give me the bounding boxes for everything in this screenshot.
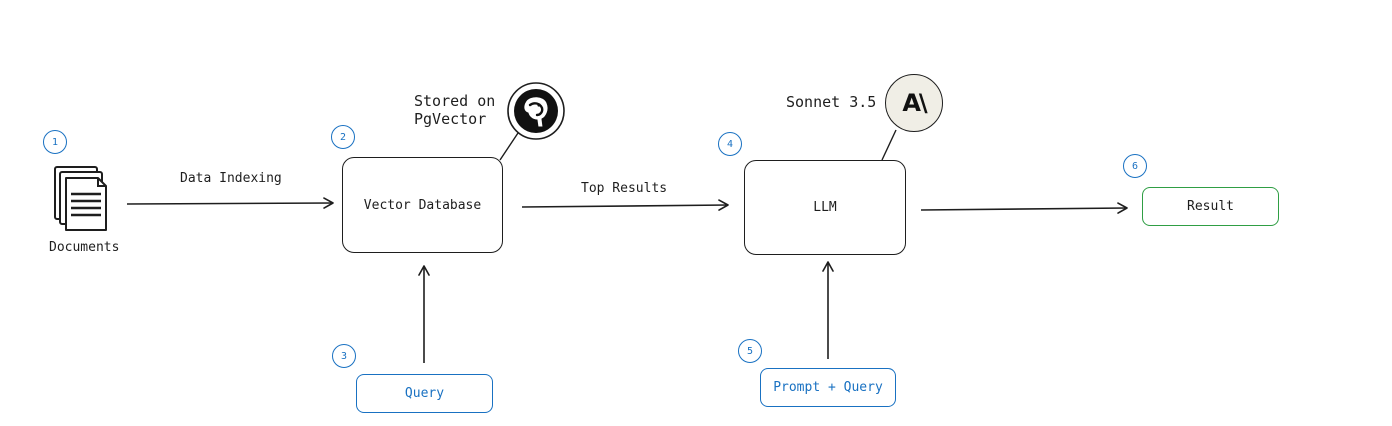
query-node[interactable]: Query (356, 374, 493, 413)
arrow-vector-db-to-llm (521, 199, 729, 211)
connector-pgvector-logo (499, 132, 519, 161)
step-badge-2: 2 (331, 125, 355, 149)
vector-database-node[interactable]: Vector Database (342, 157, 503, 253)
anthropic-logo-text: A\ (902, 89, 927, 117)
step-badge-3: 3 (332, 344, 356, 368)
llm-node[interactable]: LLM (744, 160, 906, 255)
step-badge-5: 5 (738, 339, 762, 363)
step-badge-4: 4 (718, 132, 742, 156)
arrow-docs-to-vector-db (126, 197, 334, 209)
documents-label: Documents (49, 240, 120, 255)
prompt-query-node[interactable]: Prompt + Query (760, 368, 896, 407)
pgvector-elephant-icon (506, 81, 566, 141)
stored-on-label-line2: PgVector (414, 110, 487, 128)
anthropic-logo-icon: A\ (885, 74, 943, 132)
step-badge-1: 1 (43, 130, 67, 154)
connector-anthropic-logo (881, 129, 897, 161)
edge-label-data-indexing: Data Indexing (180, 171, 282, 186)
stored-on-label-line1: Stored on (414, 92, 496, 110)
edge-label-top-results: Top Results (581, 181, 668, 196)
documents-icon (50, 164, 110, 232)
arrow-llm-to-result (920, 202, 1128, 214)
step-badge-6: 6 (1123, 154, 1147, 178)
result-node[interactable]: Result (1142, 187, 1279, 226)
model-label: Sonnet 3.5 (786, 93, 877, 111)
